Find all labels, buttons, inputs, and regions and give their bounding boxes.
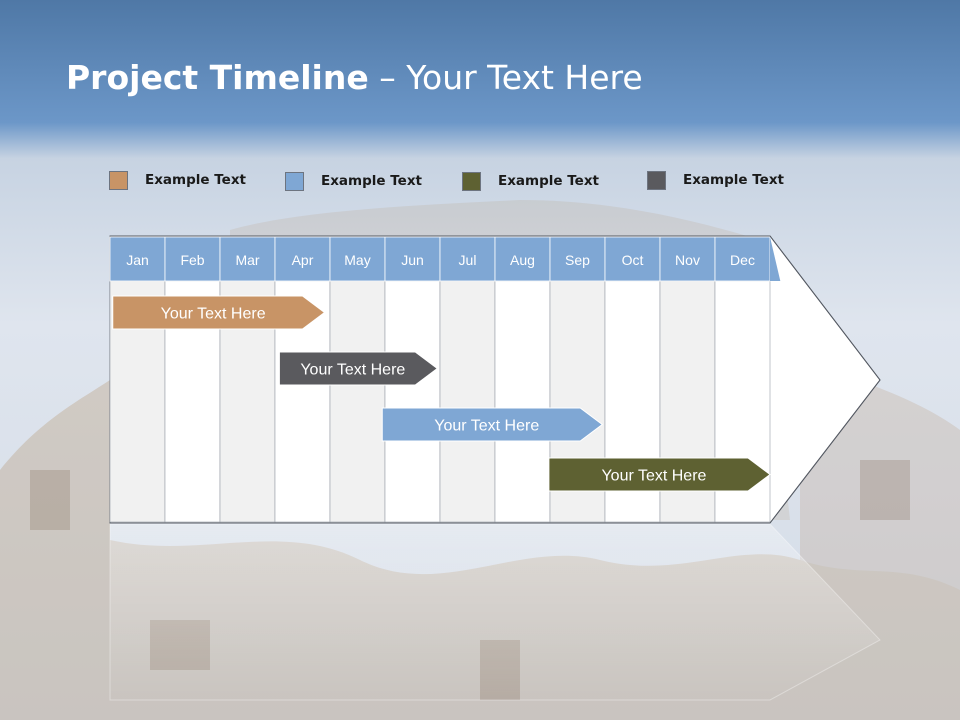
legend-label-3: Example Text [498, 173, 599, 189]
month-header-cell [549, 236, 606, 282]
legend-label-2: Example Text [321, 173, 422, 189]
month-columns [109, 280, 771, 523]
slide-title: Project Timeline – Your Text Here [66, 58, 643, 97]
month-column [384, 280, 441, 523]
legend-label-4: Example Text [683, 172, 784, 188]
title-strong: Project Timeline [66, 58, 369, 97]
month-column [494, 280, 551, 523]
month-label: Aug [510, 252, 535, 268]
month-header-cell [329, 236, 386, 282]
task-bar-label: Your Text Here [601, 468, 706, 485]
legend-swatch-4 [647, 171, 666, 190]
task-bar-label: Your Text Here [161, 306, 266, 323]
month-label: Dec [730, 252, 755, 268]
month-label: Mar [235, 252, 259, 268]
month-label: Apr [292, 252, 314, 268]
task-bar-label: Your Text Here [434, 418, 539, 435]
month-label: Sep [565, 252, 590, 268]
month-header-cell [384, 236, 441, 282]
month-header-cell [439, 236, 496, 282]
month-header-cell [219, 236, 276, 282]
header-tip [770, 237, 781, 281]
month-label: May [344, 252, 370, 268]
task-bar [548, 457, 771, 492]
month-label: Nov [675, 252, 700, 268]
month-label: Jun [401, 252, 424, 268]
month-column [329, 280, 386, 523]
month-label: Jan [126, 252, 149, 268]
timeline-reflection [109, 523, 881, 701]
task-bar [381, 407, 604, 442]
month-label: Oct [622, 252, 644, 268]
task-bar [112, 295, 326, 330]
month-label: Feb [180, 252, 204, 268]
task-bar-label: Your Text Here [300, 362, 405, 379]
title-rest: – Your Text Here [368, 58, 643, 97]
month-header-cell [164, 236, 221, 282]
month-header-cell [714, 236, 771, 282]
month-column [439, 280, 496, 523]
legend-label-1: Example Text [145, 172, 246, 188]
task-bar [278, 351, 439, 386]
legend-swatch-2 [285, 172, 304, 191]
timeline-arrow-outline [769, 235, 881, 524]
legend-swatch-3 [462, 172, 481, 191]
month-header-cell [274, 236, 331, 282]
legend-swatch-1 [109, 171, 128, 190]
month-header: Jan Feb Mar Apr May Jun Jul Aug Sep Oct Nov Dec [109, 236, 781, 282]
month-label: Jul [459, 252, 477, 268]
month-header-cell [494, 236, 551, 282]
